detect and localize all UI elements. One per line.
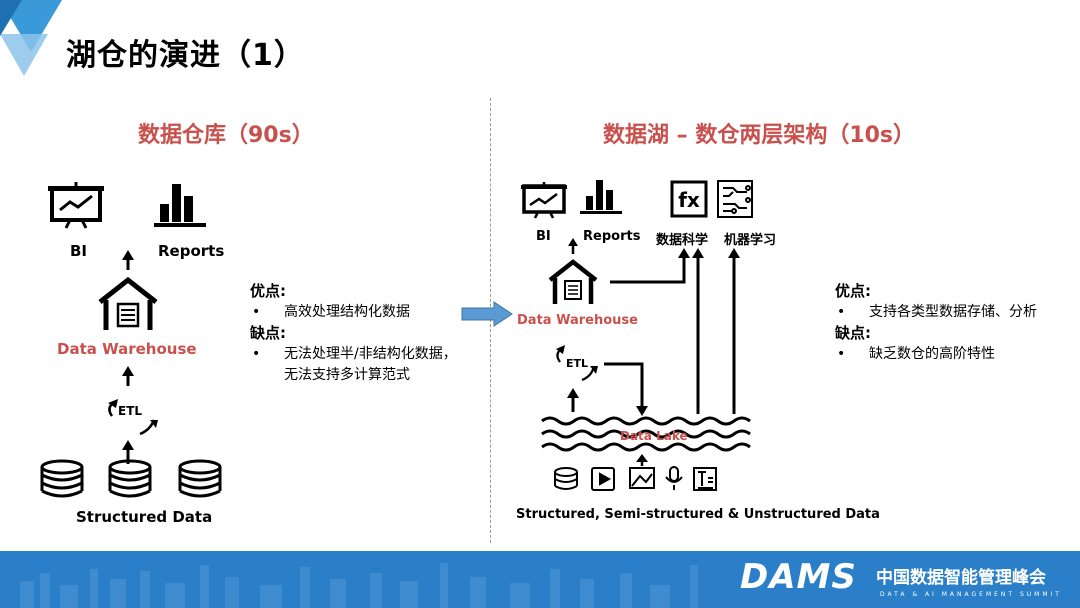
monitor-chart-icon [521, 182, 567, 219]
footer-banner: DAMS 中国数据智能管理峰会 DATA & AI MANAGEMENT SUM… [0, 551, 1080, 608]
left-etl-label: ETL [118, 404, 143, 418]
left-cons-head: 缺点: [250, 324, 286, 342]
text-document-icon [693, 467, 717, 491]
right-pros-head: 优点: [835, 282, 871, 300]
left-bi-label: BI [70, 242, 88, 260]
svg-text:fx: fx [678, 188, 700, 212]
etl-cycle-icon [556, 345, 598, 382]
fx-icon: fx [670, 180, 708, 218]
right-cons-head: 缺点: [835, 324, 871, 342]
database-icon [178, 459, 222, 498]
microphone-icon [665, 466, 683, 490]
video-icon [591, 467, 615, 491]
right-pros-cons: 优点: 支持各类型数据存储、分析 缺点: 缺乏数仓的高阶特性 [835, 281, 1060, 365]
left-heading: 数据仓库（90s） [138, 123, 314, 148]
right-heading: 数据湖 – 数仓两层架构（10s） [603, 123, 916, 148]
monitor-chart-icon [48, 182, 104, 229]
right-warehouse-label: Data Warehouse [517, 313, 638, 328]
image-icon [629, 467, 655, 489]
logo-triangles-icon [0, 0, 62, 76]
etl-cycle-icon [108, 399, 158, 436]
ml-chip-icon [717, 180, 753, 218]
left-source-label: Structured Data [76, 508, 213, 526]
right-reports-label: Reports [583, 229, 641, 244]
database-icon [40, 459, 84, 498]
dams-logo: DAMS [740, 557, 857, 597]
warehouse-icon [98, 276, 158, 330]
database-icon [554, 467, 578, 490]
left-pros-head: 优点: [250, 282, 286, 300]
warehouse-icon [548, 259, 598, 304]
left-pros-cons: 优点: 高效处理结构化数据 缺点: 无法处理半/非结构化数据，无法支持多计算范式 [250, 281, 475, 386]
right-etl-label: ETL [566, 357, 589, 370]
right-diagram: fx [521, 180, 753, 491]
page-title: 湖仓的演进（1） [66, 38, 305, 73]
transition-arrow-icon [461, 301, 513, 327]
right-pros-item: 支持各类型数据存储、分析 [835, 302, 1049, 323]
database-icon [108, 459, 152, 498]
right-cons-item: 缺乏数仓的高阶特性 [835, 344, 1060, 365]
right-source-label: Structured, Semi-structured & Unstructur… [516, 507, 880, 522]
bar-chart-icon [580, 180, 622, 214]
right-lake-label: Data Lake [620, 429, 688, 443]
left-reports-label: Reports [158, 242, 225, 260]
summit-name-cn: 中国数据智能管理峰会 [876, 568, 1046, 588]
left-warehouse-label: Data Warehouse [57, 340, 197, 358]
city-skyline-icon [20, 563, 698, 608]
bar-chart-icon [154, 184, 206, 227]
right-data-science-label: 数据科学 [656, 233, 709, 248]
right-ml-label: 机器学习 [724, 233, 777, 248]
left-cons-item: 无法处理半/非结构化数据，无法支持多计算范式 [250, 344, 469, 386]
left-pros-item: 高效处理结构化数据 [250, 302, 475, 323]
right-bi-label: BI [536, 229, 551, 244]
left-diagram [40, 182, 222, 498]
summit-name-en: DATA & AI MANAGEMENT SUMMIT [880, 591, 1062, 598]
lake-waves-icon [541, 416, 751, 452]
